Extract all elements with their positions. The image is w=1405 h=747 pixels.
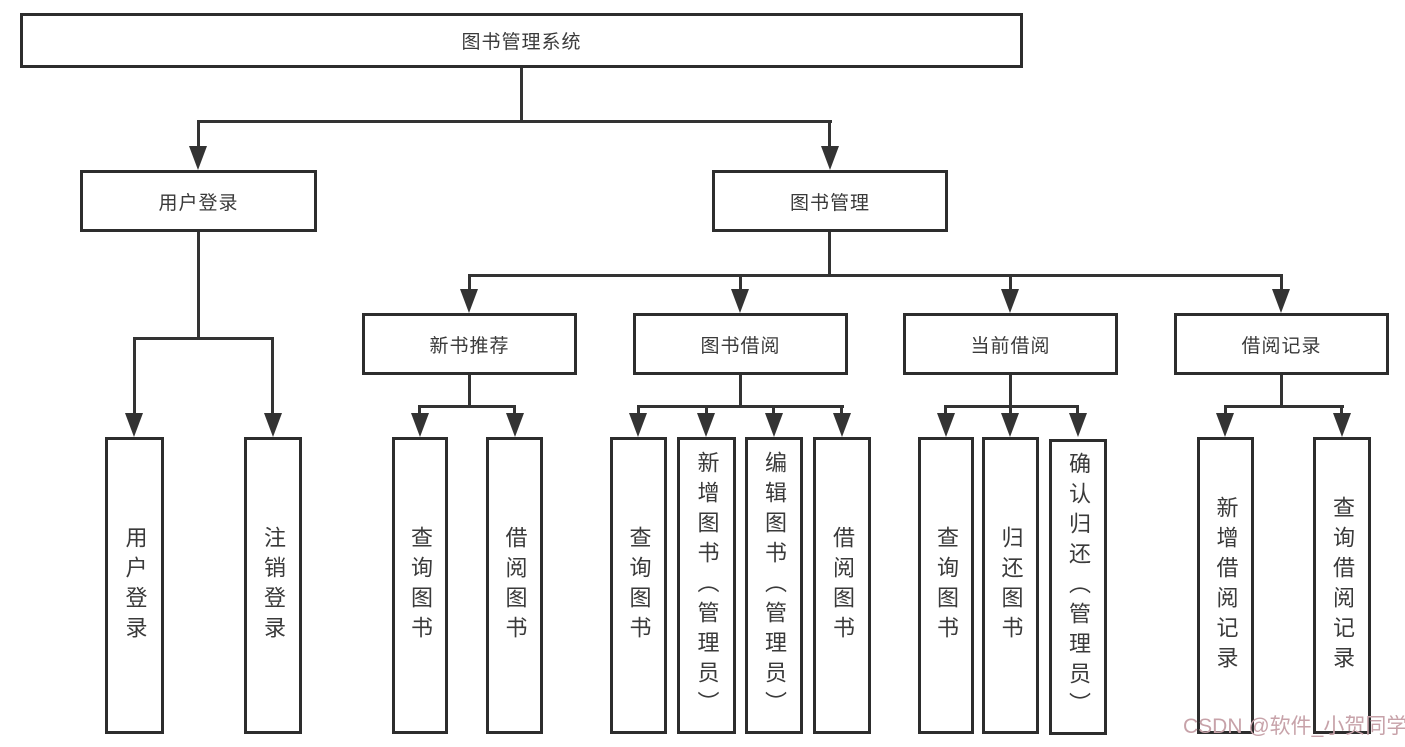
node-bb-add-label: 新增图书（管理员）	[694, 450, 720, 721]
connector-drop-login	[133, 337, 136, 413]
connector-new-book-rec-branch	[418, 405, 516, 408]
connector-root-stem	[520, 68, 523, 120]
connector-l3-branch	[468, 274, 1283, 277]
arrowhead-current-borrow	[1001, 289, 1019, 313]
connector-borrow-records-stem	[1280, 375, 1283, 405]
connector-drop-cb-return	[1009, 405, 1012, 413]
connector-book-borrow-branch	[637, 405, 844, 408]
node-new-book-rec-label: 新书推荐	[429, 335, 510, 357]
connector-drop-nb-borrow	[513, 405, 516, 413]
node-cb-confirm-label: 确认归还（管理员）	[1066, 452, 1091, 722]
node-logout: 注销登录	[244, 437, 302, 734]
arrowhead-bb-edit	[765, 413, 783, 437]
arrowhead-cb-confirm	[1069, 413, 1087, 437]
arrowhead-bb-query	[629, 413, 647, 437]
arrowhead-bb-add	[697, 413, 715, 437]
connector-user-login-stem	[197, 232, 200, 337]
node-book-mgmt-label: 图书管理	[789, 192, 870, 214]
node-nb-query-label: 查询图书	[408, 525, 433, 646]
node-cb-return: 归还图书	[982, 437, 1039, 734]
node-current-borrow-label: 当前借阅	[970, 335, 1051, 357]
connector-drop-current-borrow	[1009, 274, 1012, 289]
node-br-add: 新增借阅记录	[1197, 437, 1254, 734]
node-cb-query: 查询图书	[918, 437, 974, 734]
arrowhead-logout	[264, 413, 282, 437]
arrowhead-bb-borrow	[833, 413, 851, 437]
arrowhead-borrow-records	[1272, 289, 1290, 313]
connector-drop-user-login	[197, 120, 200, 146]
connector-drop-cb-query	[944, 405, 947, 413]
node-bb-edit: 编辑图书（管理员）	[745, 437, 803, 734]
connector-drop-bb-add	[705, 405, 708, 413]
node-bb-query-label: 查询图书	[626, 525, 652, 646]
connector-drop-logout	[271, 337, 274, 413]
connector-borrow-records-branch	[1224, 405, 1344, 408]
connector-drop-br-add	[1224, 405, 1227, 413]
connector-drop-nb-query	[418, 405, 421, 413]
arrowhead-login	[125, 413, 143, 437]
node-root: 图书管理系统	[20, 13, 1023, 68]
node-book-mgmt: 图书管理	[712, 170, 948, 232]
connector-book-borrow-stem	[739, 375, 742, 405]
arrowhead-nb-borrow	[506, 413, 524, 437]
node-book-borrow: 图书借阅	[633, 313, 848, 375]
connector-drop-br-query	[1340, 405, 1343, 413]
connector-user-login-branch	[133, 337, 274, 340]
node-br-add-label: 新增借阅记录	[1213, 495, 1239, 676]
node-login: 用户登录	[105, 437, 164, 734]
arrowhead-cb-return	[1001, 413, 1019, 437]
arrowhead-new-book-rec	[460, 289, 478, 313]
connector-drop-book-borrow	[739, 274, 742, 289]
node-current-borrow: 当前借阅	[903, 313, 1118, 375]
node-br-query-label: 查询借阅记录	[1330, 495, 1355, 676]
connector-l1-branch	[197, 120, 832, 123]
node-borrow-records: 借阅记录	[1174, 313, 1389, 375]
arrowhead-cb-query	[937, 413, 955, 437]
node-book-borrow-label: 图书借阅	[700, 335, 781, 357]
arrowhead-br-add	[1216, 413, 1234, 437]
node-bb-borrow-label: 借阅图书	[830, 525, 855, 646]
node-new-book-rec: 新书推荐	[362, 313, 577, 375]
connector-drop-bb-query	[637, 405, 640, 413]
arrowhead-book-borrow	[731, 289, 749, 313]
node-bb-query: 查询图书	[610, 437, 667, 734]
node-bb-edit-label: 编辑图书（管理员）	[762, 450, 787, 721]
node-nb-borrow-label: 借阅图书	[502, 525, 528, 646]
csdn-watermark: CSDN @软件_小贺同学	[1183, 715, 1405, 738]
arrowhead-nb-query	[411, 413, 429, 437]
connector-book-mgmt-stem	[828, 232, 831, 274]
connector-drop-new-book-rec	[468, 274, 471, 289]
node-user-login: 用户登录	[80, 170, 317, 232]
node-cb-confirm: 确认归还（管理员）	[1049, 439, 1107, 735]
node-bb-add: 新增图书（管理员）	[677, 437, 736, 734]
arrowhead-user-login	[189, 146, 207, 170]
node-cb-query-label: 查询图书	[934, 525, 959, 646]
arrowhead-br-query	[1333, 413, 1351, 437]
node-bb-borrow: 借阅图书	[813, 437, 871, 734]
node-logout-label: 注销登录	[261, 525, 286, 646]
connector-current-borrow-stem	[1009, 375, 1012, 405]
node-user-login-label: 用户登录	[158, 192, 239, 214]
node-root-label: 图书管理系统	[461, 32, 582, 53]
node-login-label: 用户登录	[122, 525, 148, 646]
connector-drop-cb-confirm	[1076, 405, 1079, 413]
connector-drop-borrow-records	[1280, 274, 1283, 289]
connector-drop-bb-edit	[772, 405, 775, 413]
arrowhead-book-mgmt	[821, 146, 839, 170]
node-cb-return-label: 归还图书	[998, 525, 1024, 646]
connector-drop-book-mgmt	[828, 120, 831, 146]
node-borrow-records-label: 借阅记录	[1241, 335, 1322, 357]
node-nb-borrow: 借阅图书	[486, 437, 543, 734]
node-nb-query: 查询图书	[392, 437, 448, 734]
node-br-query: 查询借阅记录	[1313, 437, 1371, 734]
connector-drop-bb-borrow	[840, 405, 843, 413]
connector-new-book-rec-stem	[468, 375, 471, 405]
